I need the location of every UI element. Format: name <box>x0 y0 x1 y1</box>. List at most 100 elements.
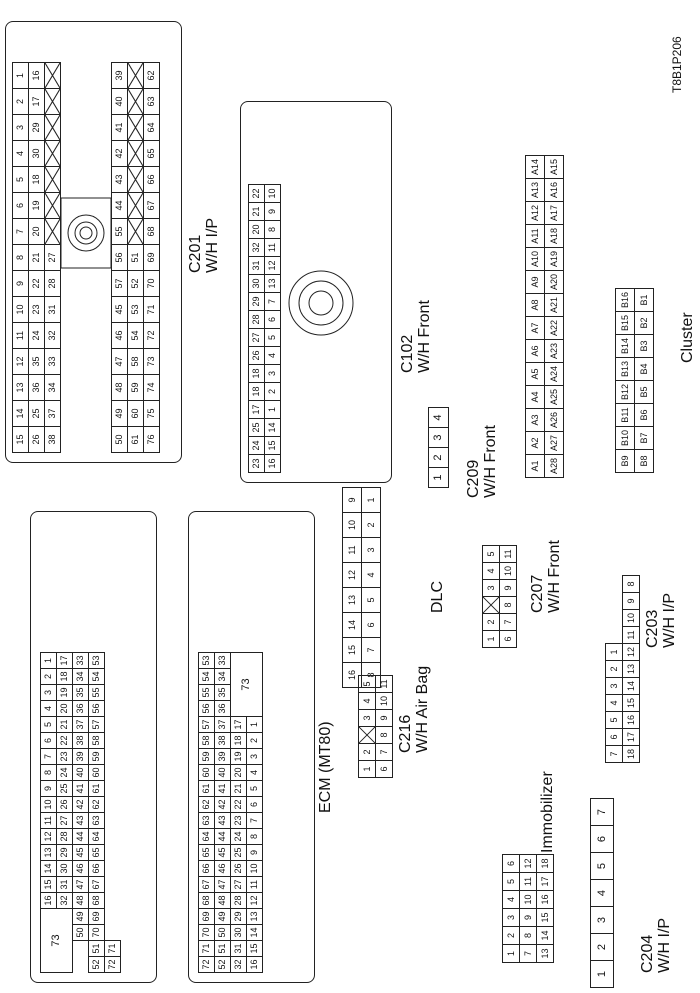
pin-cell: 53 <box>88 652 105 669</box>
pin-cell: 4 <box>590 879 614 907</box>
pin-cell: 17 <box>248 400 265 419</box>
dlc-label: DLC <box>429 580 446 613</box>
pin-cell: 57 <box>111 270 128 297</box>
pin-cell: 6 <box>40 732 57 749</box>
pin-cell: A25 <box>544 385 564 409</box>
pin-cell: 40 <box>72 764 89 781</box>
pin-cell: 63 <box>198 812 215 829</box>
pin-cell: 66 <box>88 860 105 877</box>
pin-cell: 11 <box>40 812 57 829</box>
pin-cell: 1 <box>502 944 520 963</box>
pin-cell: 10 <box>246 860 263 877</box>
pin-cell: 46 <box>111 322 128 349</box>
pin-cell: A26 <box>544 408 564 432</box>
pin-cell: 38 <box>214 732 231 749</box>
pin-cell: 36 <box>28 374 45 401</box>
pin-cell: 7 <box>590 798 614 826</box>
pin-cell: 1 <box>358 760 376 778</box>
pin-cell: 13 <box>342 587 362 613</box>
pin-cell: 3 <box>482 579 500 597</box>
pin-cell: 28 <box>44 270 61 297</box>
pin-cell: 74 <box>143 374 160 401</box>
pin-cell: 28 <box>230 892 247 909</box>
pin-cell: 11 <box>264 238 281 257</box>
pin-cell: 39 <box>111 62 128 89</box>
spacer <box>73 941 89 957</box>
pin-cell: 20 <box>248 220 265 239</box>
pin-cell: 23 <box>28 296 45 323</box>
c209-label: C209 W/H Front <box>465 425 500 498</box>
pin-cell: 19 <box>230 748 247 765</box>
pin-cell: 2 <box>264 382 281 401</box>
pin-cell: 53 <box>127 296 144 323</box>
pin-cell: A28 <box>544 454 564 478</box>
pin-cell: 8 <box>264 220 281 239</box>
pin-cell: 1 <box>605 643 623 661</box>
pin-cell: 21 <box>56 716 73 733</box>
pin-cell: 11 <box>519 872 537 891</box>
pin-cell: 50 <box>111 426 128 453</box>
pin-cell: 6 <box>375 760 393 778</box>
pin-cell: 32 <box>56 892 73 909</box>
pin-cell: 3 <box>590 906 614 934</box>
pin-cell: 14 <box>12 400 29 427</box>
pin-cell: 10 <box>499 562 517 580</box>
pin-cell: 23 <box>56 748 73 765</box>
pin-cell: 64 <box>143 114 160 141</box>
pin-cell: A2 <box>525 431 545 455</box>
pin-cell: 11 <box>12 322 29 349</box>
pin-cell: 21 <box>248 202 265 221</box>
pin-cell: 12 <box>264 256 281 275</box>
pin-cell: 18 <box>536 854 554 873</box>
c207-name: W/H Front <box>545 540 563 613</box>
pin-cell: 8 <box>499 596 517 614</box>
pin-cell: 2 <box>358 743 376 761</box>
pin-cell: 35 <box>28 348 45 375</box>
pin-cell: 9 <box>264 202 281 221</box>
pin-cell: 11 <box>375 675 393 693</box>
pin-cell: 63 <box>88 812 105 829</box>
pin-cell: 12 <box>519 854 537 873</box>
pin-cell: 2 <box>246 732 263 749</box>
pin-cell: 14 <box>536 926 554 945</box>
pin-cell: A18 <box>544 224 564 248</box>
pin-cell: 2 <box>361 512 381 538</box>
pin-cell: 2 <box>482 613 500 631</box>
pin-cell: A23 <box>544 339 564 363</box>
pin-cell: 24 <box>248 436 265 455</box>
c201-center-boss <box>60 33 112 453</box>
pin-cell: 43 <box>214 812 231 829</box>
pin-cell: 8 <box>12 244 29 271</box>
pin-cell: 22 <box>230 796 247 813</box>
pin-cell: 16 <box>28 62 45 89</box>
pin-cell: 4 <box>502 890 520 909</box>
pin-cell: 34 <box>44 374 61 401</box>
c216-name: W/H Air Bag <box>413 665 431 753</box>
pin-cell: 52 <box>127 270 144 297</box>
blank-cavity <box>127 114 144 141</box>
pin-cell: 73 <box>230 652 263 717</box>
pin-cell: A19 <box>544 247 564 271</box>
pin-cell: 12 <box>12 348 29 375</box>
pin-cell: 18 <box>56 668 73 685</box>
pin-cell: 9 <box>519 908 537 927</box>
pin-cell: 35 <box>214 684 231 701</box>
pin-cell: B15 <box>615 311 635 335</box>
c204-id: C204 <box>639 934 656 973</box>
pin-cell: 3 <box>358 709 376 727</box>
pin-cell: 40 <box>214 764 231 781</box>
pin-cell: 8 <box>40 764 57 781</box>
pin-cell: 20 <box>230 764 247 781</box>
